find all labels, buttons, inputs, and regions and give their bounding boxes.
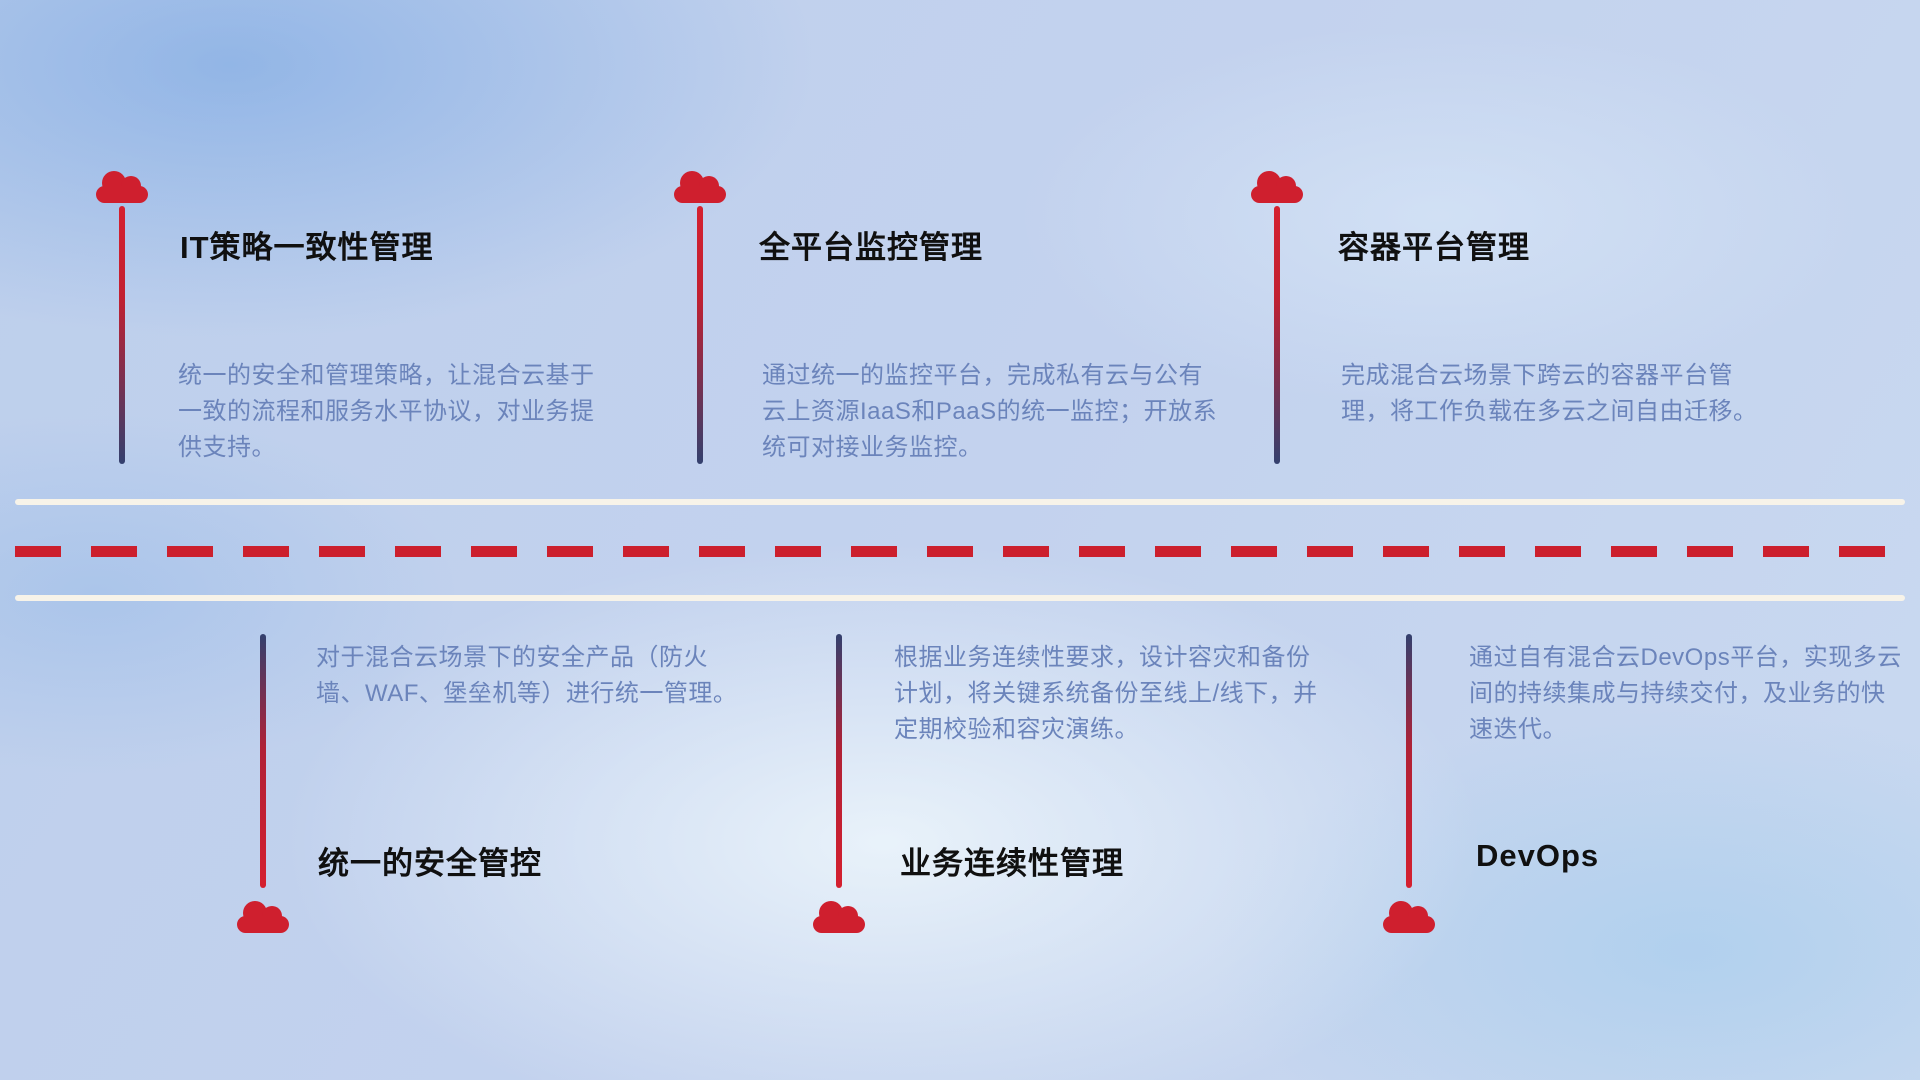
item-title: 统一的安全管控 xyxy=(318,846,542,881)
item-title: DevOps xyxy=(1476,838,1600,873)
road-bottom-line xyxy=(15,595,1905,601)
item-description: 通过自有混合云DevOps平台，实现多云间的持续集成与持续交付，及业务的快速迭代… xyxy=(1469,644,1902,743)
item-title: 容器平台管理 xyxy=(1338,230,1530,265)
connector-line xyxy=(260,634,266,888)
cloud-icon xyxy=(1383,901,1435,933)
item-title: 业务连续性管理 xyxy=(900,846,1124,881)
connector-line xyxy=(836,634,842,888)
item-description: 完成混合云场景下跨云的容器平台管理，将工作负载在多云之间自由迁移。 xyxy=(1341,362,1758,425)
road-top-line xyxy=(15,499,1905,505)
connector-line xyxy=(119,206,125,464)
item-description: 根据业务连续性要求，设计容灾和备份计划，将关键系统备份至线上/线下，并定期校验和… xyxy=(894,644,1318,743)
item-title: 全平台监控管理 xyxy=(759,230,983,265)
item-description: 统一的安全和管理策略，让混合云基于一致的流程和服务水平协议，对业务提供支持。 xyxy=(178,362,595,461)
cloud-icon xyxy=(96,171,148,203)
connector-line xyxy=(697,206,703,464)
road-dashed-center-line xyxy=(15,546,1905,557)
item-title: IT策略一致性管理 xyxy=(180,230,434,265)
connector-line xyxy=(1406,634,1412,888)
connector-line xyxy=(1274,206,1280,464)
cloud-icon xyxy=(813,901,865,933)
cloud-icon xyxy=(237,901,289,933)
item-description: 通过统一的监控平台，完成私有云与公有云上资源IaaS和PaaS的统一监控；开放系… xyxy=(762,362,1218,461)
cloud-icon xyxy=(674,171,726,203)
item-description: 对于混合云场景下的安全产品（防火墙、WAF、堡垒机等）进行统一管理。 xyxy=(316,644,738,707)
cloud-icon xyxy=(1251,171,1303,203)
